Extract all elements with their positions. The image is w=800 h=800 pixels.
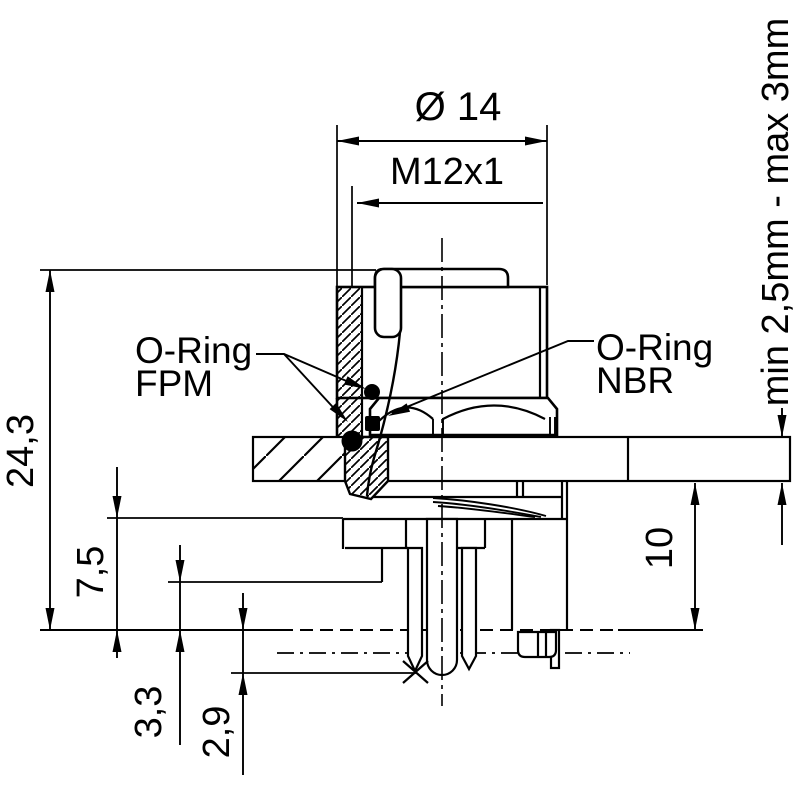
dim-diameter-14: Ø 14: [337, 85, 547, 146]
dim-panel-thickness-text: min 2,5mm - max 3mm: [755, 18, 797, 406]
coding-tab: [373, 267, 403, 339]
dim-diameter-text: Ø 14: [415, 85, 502, 129]
label-oring-fpm-line2: FPM: [135, 363, 213, 404]
dim-overall-height: 24,3: [0, 270, 55, 630]
label-oring-fpm-line1: O-Ring: [135, 330, 252, 371]
hex-nut: [368, 396, 559, 437]
dim-standoff-text: 3,3: [128, 686, 170, 739]
extension-lines: [40, 125, 548, 674]
oring-fpm-upper: [364, 384, 380, 400]
dim-rear-height: 7,5: [70, 467, 122, 658]
dim-pin-protrusion-text: 2,9: [196, 706, 238, 759]
connector-body: [335, 267, 559, 501]
contact-pins: [402, 517, 478, 684]
right-pin: [460, 546, 478, 672]
solder-contact: [516, 628, 561, 670]
dim-thread-text: M12x1: [390, 151, 504, 193]
label-oring-nbr-line2: NBR: [596, 360, 674, 401]
seal-taper-contour: [365, 331, 402, 497]
reference-baselines: [40, 629, 703, 654]
dim-pin-protrusion: 2,9: [196, 593, 248, 775]
oring-nbr-seal: [365, 416, 380, 431]
label-oring-nbr: O-Ring NBR: [388, 327, 713, 416]
left-pin: [406, 546, 424, 674]
dim-panel-thickness: min 2,5mm - max 3mm: [755, 18, 797, 545]
dim-rear-depth-text: 10: [639, 527, 681, 569]
label-oring-fpm: O-Ring FPM: [135, 330, 366, 422]
hex-nut-arc-right: [442, 404, 546, 420]
dim-overall-height-text: 24,3: [0, 414, 42, 488]
lock-washer-curve: [432, 497, 547, 517]
label-oring-nbr-line1: O-Ring: [596, 327, 713, 368]
panel-hatching: [254, 438, 344, 480]
pin-tip-cross-mark: [402, 660, 429, 684]
dim-rear-depth: 10: [639, 483, 700, 630]
dim-standoff: 3,3: [128, 545, 185, 745]
mounting-panel: [251, 435, 792, 483]
dim-thread-m12x1: M12x1: [357, 151, 543, 208]
orings: [341, 384, 380, 452]
dim-rear-height-text: 7,5: [70, 546, 112, 599]
oring-fpm-lower: [341, 430, 363, 452]
